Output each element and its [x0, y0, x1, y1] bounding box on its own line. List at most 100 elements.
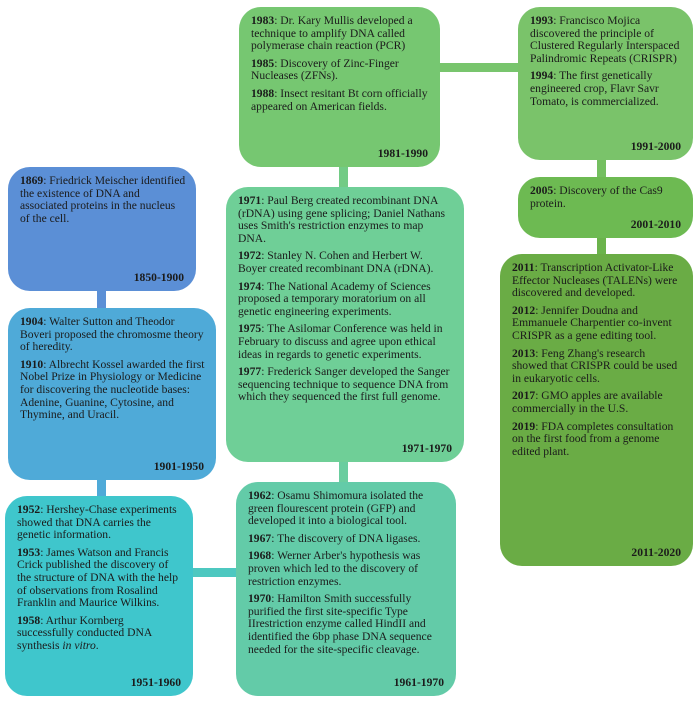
entry-year: 1993 — [530, 14, 554, 27]
entry-text: : Hamilton Smith successfully purified t… — [248, 592, 432, 656]
connector-1981-1991 — [439, 63, 520, 72]
entry-year: 1985 — [251, 56, 275, 70]
connector-1850-1901 — [97, 290, 106, 310]
entry-year: 1970 — [248, 592, 272, 606]
timeline-entry: 1869: Friedrick Meischer identified the … — [20, 174, 186, 225]
entry-text: : Albrecht Kossel awarded the first Nobe… — [20, 357, 205, 422]
entry-text-end: . — [95, 638, 99, 652]
timeline-entry: 2011: Transcription Activator-Like Effec… — [512, 261, 683, 300]
entry-year: 1968 — [248, 549, 272, 563]
entry-text: : Dr. Kary Mullis developed a technique … — [251, 14, 413, 53]
timeline-entry: 1994: The first genetically engineered c… — [530, 70, 683, 108]
timeline-entry: 1983: Dr. Kary Mullis developed a techni… — [251, 14, 430, 53]
entry-year: 2019 — [512, 419, 536, 433]
entry-text: : Hershey-Chase experiments showed that … — [17, 503, 177, 542]
timeline-entry: 1972: Stanley N. Cohen and Herbert W. Bo… — [238, 250, 454, 275]
timeline-box-1961-1970: 1962: Osamu Shimomura isolated the green… — [236, 482, 456, 696]
entry-year: 1904 — [20, 315, 44, 328]
entry-text: : Francisco Mojica discovered the princi… — [530, 14, 680, 65]
timeline-entry: 1967: The discovery of DNA ligases. — [248, 531, 446, 546]
entry-text: : Osamu Shimomura isolated the green flo… — [248, 489, 424, 528]
timeline-entry: 2013: Feng Zhang's research showed that … — [512, 346, 683, 386]
entry-year: 2012 — [512, 303, 536, 317]
timeline-entry: 1953: James Watson and Francis Crick pub… — [17, 545, 183, 610]
timeline-box-1971-1970: 1971: Paul Berg created recombinant DNA … — [226, 187, 464, 462]
timeline-box-1850-1900: 1869: Friedrick Meischer identified the … — [8, 167, 196, 291]
timeline-box-2011-2020: 2011: Transcription Activator-Like Effec… — [500, 254, 693, 566]
entry-year: 1869 — [20, 174, 44, 187]
timeline-entry: 2005: Discovery of the Cas9 protein. — [530, 184, 683, 210]
timeline-entry: 1970: Hamilton Smith successfully purifi… — [248, 592, 446, 656]
entry-year: 2005 — [530, 184, 554, 197]
period-label: 1901-1950 — [153, 460, 204, 474]
connector-1901-1951 — [97, 478, 106, 498]
entry-text: : The National Academy of Sciences propo… — [238, 279, 431, 318]
timeline-entry: 2017: GMO apples are available commercia… — [512, 390, 683, 415]
connector-2001-2011 — [597, 236, 606, 256]
entry-year: 1983 — [251, 14, 275, 27]
period-label: 2001-2010 — [630, 218, 681, 232]
entry-year: 2017 — [512, 389, 536, 403]
entry-text: : The Asilomar Conference was held in Fe… — [238, 322, 443, 361]
entry-text: : Stanley N. Cohen and Herbert W. Boyer … — [238, 249, 434, 275]
timeline-entry: 1974: The National Academy of Sciences p… — [238, 279, 454, 319]
entry-text: : Feng Zhang's research showed that CRIS… — [512, 346, 678, 385]
entry-text: : Walter Sutton and Theodor Boveri propo… — [20, 315, 204, 354]
timeline-entry: 1958: Arthur Kornberg successfully condu… — [17, 613, 183, 653]
entry-year: 1975 — [238, 322, 262, 336]
entry-text: : Friedrick Meischer identified the exis… — [20, 174, 186, 225]
entry-text: : The first genetically engineered crop,… — [530, 69, 659, 108]
timeline-entry: 1952: Hershey-Chase experiments showed t… — [17, 503, 183, 542]
timeline-box-1991-2000: 1993: Francisco Mojica discovered the pr… — [518, 7, 693, 160]
entry-text: : Arthur Kornberg successfully conducted… — [17, 613, 152, 652]
timeline-entry: 1910: Albrecht Kossel awarded the first … — [20, 357, 206, 422]
entry-year: 1977 — [238, 365, 262, 379]
entry-year: 1972 — [238, 249, 262, 263]
timeline-box-1951-1960: 1952: Hershey-Chase experiments showed t… — [5, 496, 193, 696]
timeline-box-1981-1990: 1983: Dr. Kary Mullis developed a techni… — [239, 7, 440, 167]
timeline-box-2001-2010: 2005: Discovery of the Cas9 protein. 2001… — [518, 177, 693, 238]
entry-text: : Discovery of Zinc-Finger Nucleases (ZF… — [251, 56, 399, 83]
period-label: 1961-1970 — [393, 676, 444, 690]
entry-year: 1994 — [530, 69, 554, 83]
entry-year: 1971 — [238, 194, 262, 207]
connector-1971-1981 — [339, 165, 348, 189]
entry-text: : FDA completes consultation on the firs… — [512, 419, 674, 458]
entry-year: 2013 — [512, 346, 536, 360]
entry-text: : GMO apples are available commercially … — [512, 389, 663, 415]
entry-year: 1958 — [17, 613, 41, 627]
entry-year: 1953 — [17, 545, 41, 559]
period-label: 2011-2020 — [631, 546, 681, 560]
timeline-entry: 1985: Discovery of Zinc-Finger Nucleases… — [251, 56, 430, 83]
period-label: 1981-1990 — [377, 147, 428, 161]
entry-year: 1952 — [17, 503, 41, 516]
entry-text: : Frederick Sanger developed the Sanger … — [238, 365, 450, 404]
connector-1991-2001 — [597, 158, 606, 180]
timeline-entry: 1904: Walter Sutton and Theodor Boveri p… — [20, 315, 206, 354]
entry-text: : James Watson and Francis Crick publish… — [17, 545, 178, 610]
entry-year: 1967 — [248, 531, 272, 545]
entry-text: : Discovery of the Cas9 protein. — [530, 184, 663, 210]
period-label: 1951-1960 — [130, 676, 181, 690]
entry-year: 1974 — [238, 279, 262, 293]
entry-text: : Jennifer Doudna and Emmanuele Charpent… — [512, 303, 672, 342]
entry-italic-text: in vitro — [59, 638, 96, 652]
timeline-entry: 2012: Jennifer Doudna and Emmanuele Char… — [512, 303, 683, 343]
period-label: 1971-1970 — [401, 442, 452, 456]
timeline-entry: 2019: FDA completes consultation on the … — [512, 419, 683, 459]
timeline-entry: 1962: Osamu Shimomura isolated the green… — [248, 489, 446, 528]
entry-text: : Transcription Activator-Like Effector … — [512, 261, 678, 300]
entry-text: : The discovery of DNA ligases. — [271, 531, 421, 545]
entry-year: 1988 — [251, 86, 275, 100]
entry-text: : Insect resitant Bt corn officially app… — [251, 86, 428, 113]
timeline-entry: 1993: Francisco Mojica discovered the pr… — [530, 14, 683, 65]
timeline-box-1901-1950: 1904: Walter Sutton and Theodor Boveri p… — [8, 308, 216, 480]
entry-year: 1962 — [248, 489, 272, 502]
timeline-entry: 1988: Insect resitant Bt corn officially… — [251, 86, 430, 113]
entry-year: 2011 — [512, 261, 535, 274]
entry-year: 1910 — [20, 357, 44, 371]
timeline-entry: 1968: Werner Arber's hypothesis was prov… — [248, 550, 446, 588]
connector-1961-1971 — [339, 460, 348, 484]
period-label: 1991-2000 — [630, 140, 681, 154]
period-label: 1850-1900 — [133, 271, 184, 285]
